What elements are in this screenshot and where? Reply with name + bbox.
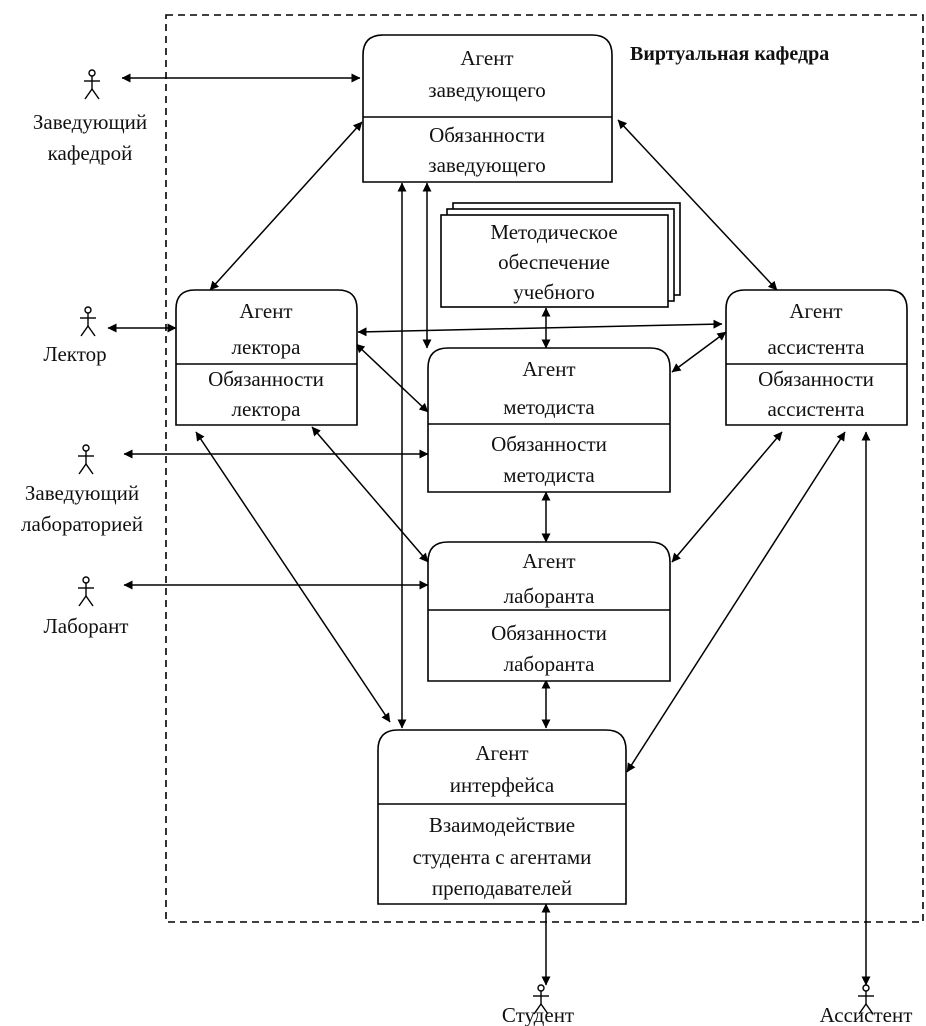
agent-lab-assistant: Агент лаборанта Обязанности лаборанта <box>427 541 671 682</box>
actor-assistant: Ассистент <box>820 984 913 1026</box>
actor-label: Ассистент <box>820 1003 913 1026</box>
document-line: Методическое <box>490 220 617 244</box>
actor-lecturer: Лектор <box>43 306 107 366</box>
agent-duties: Обязанности <box>429 123 545 147</box>
agent-title: Агент <box>789 299 842 323</box>
agent-title: Агент <box>522 357 575 381</box>
agent-duties: ассистента <box>767 397 865 421</box>
agent-duties: лектора <box>232 397 302 421</box>
actor-head-of-laboratory: Заведующий лабораторией <box>21 444 143 536</box>
agent-title: лектора <box>232 335 302 359</box>
actor-lab-assistant: Лаборант <box>44 576 129 638</box>
actor-label: Заведующий <box>33 110 147 134</box>
agent-duties: преподавателей <box>432 876 572 900</box>
agent-title: интерфейса <box>450 773 555 797</box>
agent-title: заведующего <box>428 78 545 102</box>
agent-duties: Обязанности <box>491 432 607 456</box>
document-line: обеспечение <box>498 250 610 274</box>
connections <box>107 73 871 986</box>
actor-figure-icon <box>858 984 874 1015</box>
actor-student: Студент <box>502 984 574 1026</box>
agent-title: ассистента <box>767 335 865 359</box>
link-assistant-lab <box>671 431 783 563</box>
actor-label: Заведующий <box>25 481 139 505</box>
agent-methodist: Агент методиста Обязанности методиста <box>427 347 671 493</box>
link-head-lecturer <box>209 121 363 291</box>
actor-label: Лектор <box>43 342 106 366</box>
agent-duties: методиста <box>503 463 595 487</box>
agent-head: Агент заведующего Обязанности заведующег… <box>362 34 613 183</box>
actor-label: лабораторией <box>21 512 143 536</box>
link-methodist-assistant <box>671 331 727 373</box>
agent-duties: Обязанности <box>758 367 874 391</box>
link-lecturer-methodist <box>355 343 429 413</box>
agent-title: лаборанта <box>504 584 595 608</box>
link-lecturer-interface <box>195 431 391 723</box>
document-line: учебного <box>513 280 594 304</box>
agent-interface: Агент интерфейса Взаимодействие студента… <box>377 729 627 905</box>
actor-figure-icon <box>78 444 94 475</box>
actor-head-of-department: Заведующий кафедрой <box>33 69 147 165</box>
agent-duties: Обязанности <box>491 621 607 645</box>
link-lecturer-assistant <box>357 319 723 337</box>
agent-duties: лаборанта <box>504 652 595 676</box>
actor-label: Лаборант <box>44 614 129 638</box>
actor-figure-icon <box>84 69 100 100</box>
link-lecturer-lab <box>311 426 429 563</box>
link-assistant-interface <box>626 431 846 773</box>
actor-figure-icon <box>533 984 549 1015</box>
actor-label: кафедрой <box>48 141 133 165</box>
agent-duties: заведующего <box>428 153 545 177</box>
actor-label: Студент <box>502 1003 574 1026</box>
agent-duties: Взаимодействие <box>429 813 575 837</box>
link-head-assistant <box>617 119 778 291</box>
agent-title: Агент <box>460 46 513 70</box>
boundary-title: Виртуальная кафедра <box>630 43 829 65</box>
agent-lecturer: Агент лектора Обязанности лектора <box>175 289 358 426</box>
agent-title: Агент <box>239 299 292 323</box>
agent-title: Агент <box>522 549 575 573</box>
agent-title: методиста <box>503 395 595 419</box>
methodical-support-document: Методическое обеспечение учебного <box>440 202 681 308</box>
agent-duties: студента с агентами <box>413 845 592 869</box>
agent-assistant: Агент ассистента Обязанности ассистента <box>725 289 908 426</box>
actor-figure-icon <box>78 576 94 607</box>
agent-duties: Обязанности <box>208 367 324 391</box>
agent-title: Агент <box>475 741 528 765</box>
actor-figure-icon <box>80 306 96 337</box>
